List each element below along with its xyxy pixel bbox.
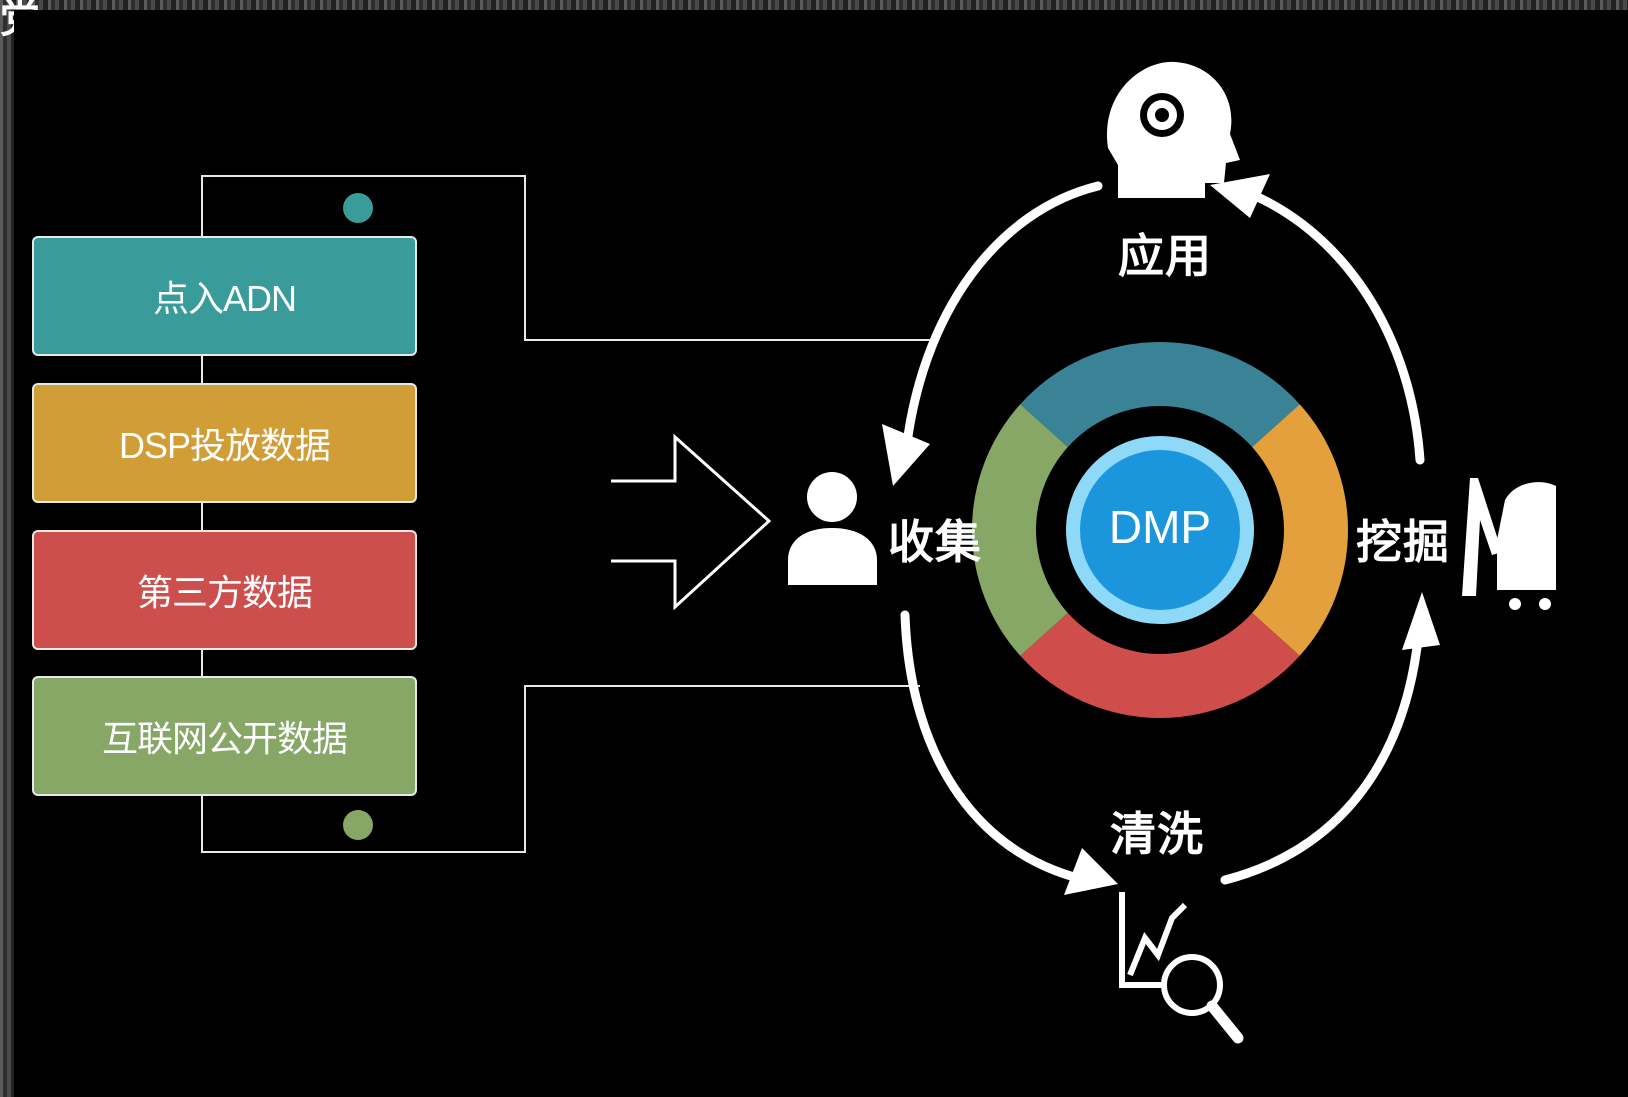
stage-label-collect: 收集 <box>888 516 982 568</box>
arrowhead-apply <box>1210 174 1270 218</box>
segment-right <box>1249 404 1348 656</box>
excavator-icon <box>1462 478 1556 610</box>
top-dot <box>343 193 373 223</box>
bottom-dot <box>343 810 373 840</box>
source-box-adn: 点入ADN <box>32 236 417 356</box>
stage-label-apply: 应用 <box>1118 230 1212 282</box>
segment-ring <box>972 342 1348 718</box>
stage-label-mine: 挖掘 <box>1356 516 1450 568</box>
source-label-public: 互联网公开数据 <box>101 718 348 759</box>
person-icon <box>788 472 877 585</box>
source-label-third-party: 第三方数据 <box>136 572 313 613</box>
segment-left <box>972 404 1071 656</box>
stage-label-clean: 清洗 <box>1110 808 1204 860</box>
chart-magnifier-icon <box>1119 892 1244 1044</box>
arrowhead-clean <box>1064 848 1118 895</box>
center-label-dmp: DMP <box>1108 501 1212 553</box>
source-label-dsp: DSP投放数据 <box>118 425 331 466</box>
head-gear-icon <box>1106 61 1240 198</box>
source-label-adn: 点入ADN <box>152 278 297 319</box>
source-box-third-party: 第三方数据 <box>32 530 417 650</box>
core-circle <box>1080 450 1240 610</box>
segment-top <box>1020 342 1300 450</box>
arrowhead-mine <box>1402 592 1440 650</box>
connector-lines <box>201 175 935 853</box>
segment-bottom <box>1020 610 1300 718</box>
flow-arrow <box>611 433 772 611</box>
arrowhead-collect <box>882 424 930 486</box>
cycle-arrows <box>900 181 1425 887</box>
arrowheads <box>882 174 1440 895</box>
source-box-public: 互联网公开数据 <box>32 676 417 796</box>
source-box-dsp: DSP投放数据 <box>32 383 417 503</box>
